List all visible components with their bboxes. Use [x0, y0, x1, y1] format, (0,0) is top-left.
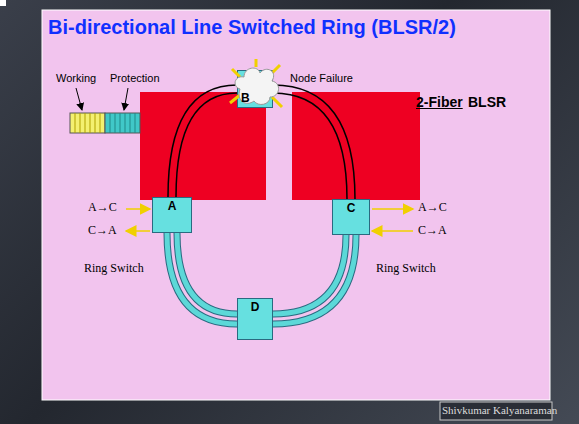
annotation-label: C→A — [418, 224, 447, 238]
traffic-arrow — [372, 208, 413, 210]
annotation-label: A→C — [418, 201, 447, 215]
bandwidth-bar — [70, 113, 140, 133]
author-footer: Shivkumar Kalyanaraman — [442, 404, 557, 417]
annotation-label: Working — [56, 72, 96, 85]
annotation-label: C→A — [88, 224, 117, 238]
failure-region — [292, 92, 420, 200]
leader-line — [76, 88, 82, 110]
ring-node: B — [237, 70, 273, 108]
traffic-arrow — [126, 230, 150, 232]
node-label: C — [333, 200, 369, 215]
annotation-label: 2-Fiber — [416, 94, 463, 110]
fiber-span — [273, 85, 355, 199]
ring-node: D — [237, 298, 273, 340]
annotation-label: Protection — [110, 72, 160, 85]
annotation-label: Ring Switch — [84, 262, 144, 276]
fiber-span — [167, 233, 237, 324]
traffic-arrow — [372, 230, 413, 232]
ring-node: A — [152, 197, 192, 233]
bullet — [0, 0, 6, 6]
failure-cloud — [226, 59, 286, 115]
traffic-arrow — [126, 208, 150, 210]
annotation-label: BLSR — [468, 94, 506, 110]
leader-line — [124, 88, 128, 110]
fiber-span — [273, 235, 356, 324]
annotation-label: A→C — [88, 201, 117, 215]
node-label: A — [153, 198, 191, 213]
ring-node: C — [332, 199, 370, 235]
node-label: D — [238, 299, 272, 314]
node-label: B — [241, 92, 250, 105]
fiber-span — [168, 85, 237, 197]
failure-region — [140, 92, 266, 200]
annotation-label: Ring Switch — [376, 262, 436, 276]
slide-title: Bi-directional Line Switched Ring (BLSR/… — [48, 16, 456, 39]
slide-panel — [42, 10, 550, 400]
annotation-label: Node Failure — [290, 72, 353, 85]
